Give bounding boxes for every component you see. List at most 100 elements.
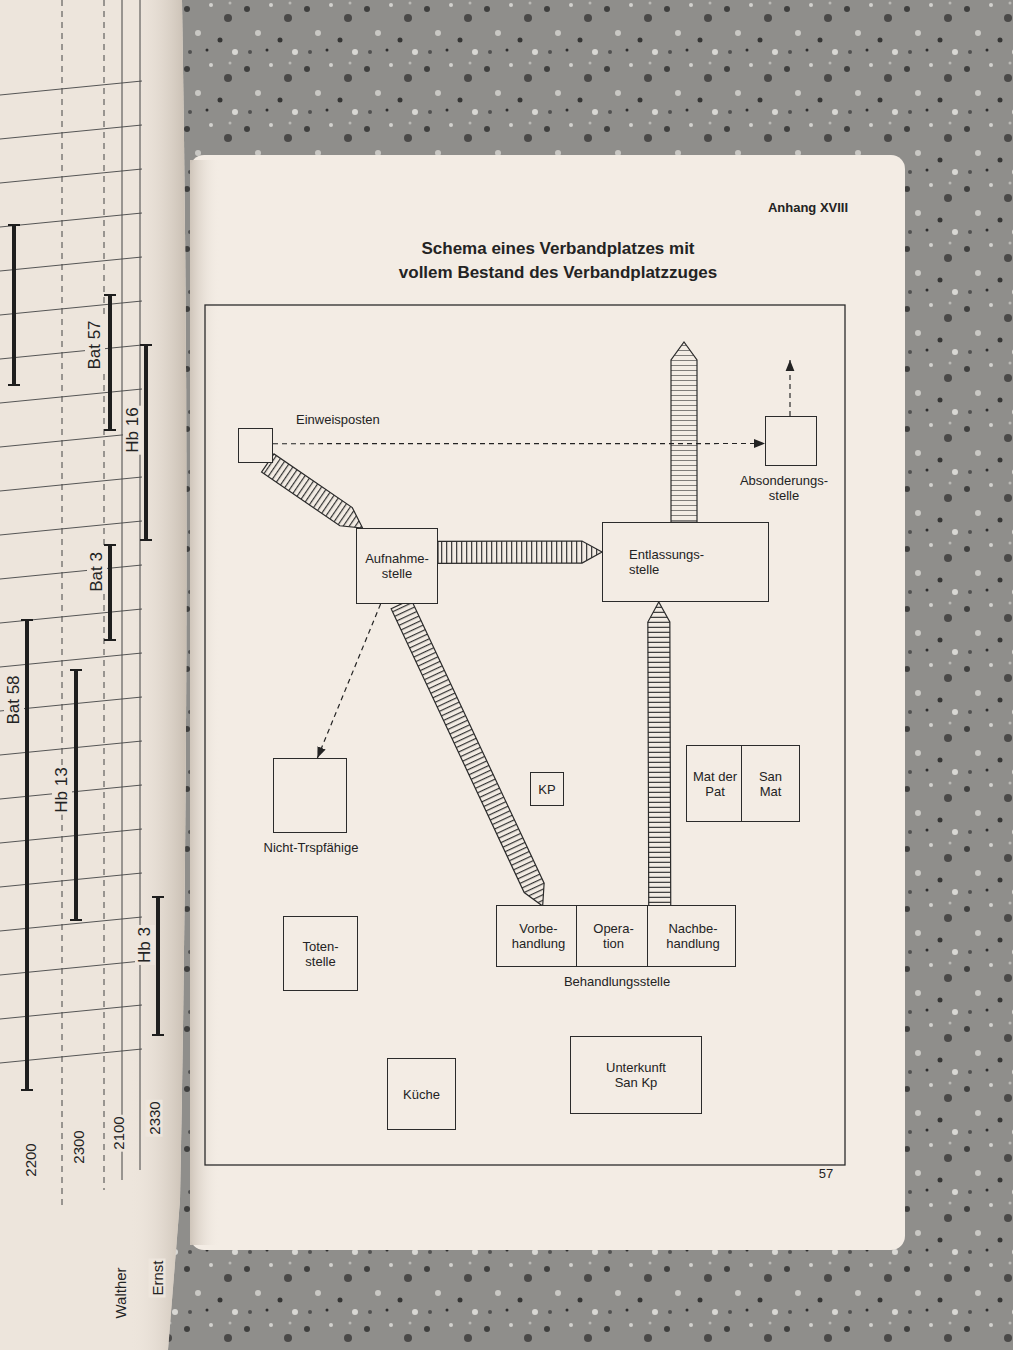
bar-cap <box>104 544 116 546</box>
station-box: Nachbe- handlung <box>647 906 738 966</box>
node-label: Unterkunft San Kp <box>593 1060 679 1090</box>
left-page-chart <box>0 0 164 1205</box>
chart-label: 2200 <box>22 1141 39 1178</box>
node-label: Toten- stelle <box>290 939 351 969</box>
grid-line <box>0 301 142 315</box>
grid-line <box>0 917 142 931</box>
time-bar <box>74 670 78 920</box>
station-box: Mat der Pat <box>686 745 744 822</box>
grid-line <box>0 81 142 95</box>
node-label: San Mat <box>750 769 791 799</box>
flow-arrow <box>262 454 363 528</box>
grid-line <box>0 477 142 491</box>
grid-line <box>0 345 142 359</box>
station-box: Aufnahme- stelle <box>356 528 438 604</box>
flow-arrow <box>438 541 602 563</box>
bar-cap <box>70 919 82 921</box>
time-bar <box>108 295 112 430</box>
grid-line <box>0 565 142 579</box>
bar-cap <box>21 1089 33 1091</box>
node-label: Aufnahme- stelle <box>361 551 433 581</box>
flow-arrow <box>273 443 765 444</box>
node-label: Entlassungs- stelle <box>629 547 718 577</box>
station-box: Toten- stelle <box>283 916 358 991</box>
grid-line <box>0 125 142 139</box>
chart-label: Bat 57 <box>85 318 105 371</box>
chart-label: 2330 <box>146 1099 163 1136</box>
bar-cap <box>152 1034 164 1036</box>
time-bar <box>144 345 148 540</box>
time-bar <box>108 545 112 640</box>
bar-cap <box>104 294 116 296</box>
bar-cap <box>70 669 82 671</box>
bar-cap <box>104 639 116 641</box>
station-box: KP <box>530 772 564 806</box>
exit-arrow <box>671 342 697 522</box>
grid-line <box>0 1005 142 1019</box>
time-bar <box>12 225 16 385</box>
grid-line <box>0 433 142 447</box>
bar-cap <box>152 896 164 898</box>
time-bar <box>25 620 29 1090</box>
node-label: Nachbe- handlung <box>651 921 735 951</box>
chart-label: Bat 58 <box>4 673 24 726</box>
chart-label: 2300 <box>70 1128 87 1165</box>
column-line <box>140 0 141 1170</box>
station-box: Einweisposten <box>238 428 273 463</box>
node-label: Nicht-Trspfähige <box>244 840 378 855</box>
bar-cap <box>8 224 20 226</box>
flow-arrow <box>391 599 544 906</box>
time-bar <box>156 897 160 1035</box>
grid-line <box>0 741 142 755</box>
flow-arrow <box>317 604 380 758</box>
chart-label: Hb 16 <box>123 405 143 454</box>
chart-label: Hb 3 <box>135 925 155 965</box>
station-box: Unterkunft San Kp <box>570 1036 702 1114</box>
station-box: San Mat <box>741 745 800 822</box>
grid-line <box>0 169 142 183</box>
grid-line <box>0 521 142 535</box>
grid-line <box>0 873 142 887</box>
node-label: Vorbe- handlung <box>500 921 577 951</box>
bar-cap <box>104 429 116 431</box>
node-label: Einweisposten <box>296 412 380 427</box>
node-label: Absonderungs- stelle <box>728 473 840 503</box>
diagram-frame <box>205 305 845 1165</box>
grid-line <box>0 829 142 843</box>
station-box: Entlassungs- stelle <box>602 522 769 602</box>
grid-line <box>0 1049 142 1063</box>
station-box: Vorbe- handlung <box>497 906 580 966</box>
column-line <box>62 0 63 1205</box>
bar-cap <box>8 384 20 386</box>
exit-dashed-arrow <box>789 360 790 416</box>
node-label: Behandlungsstelle <box>487 974 747 989</box>
right-page <box>190 155 905 1250</box>
diagram-title: Schema eines Verbandplatzes mit vollem B… <box>343 237 773 285</box>
grid-line <box>0 257 142 271</box>
node-label: Mat der Pat <box>691 769 739 799</box>
node-label: KP <box>538 782 555 797</box>
station-box: Küche <box>387 1058 456 1130</box>
left-page <box>0 0 187 1350</box>
page-label: Anhang XVIII <box>766 200 850 215</box>
station-box: BehandlungsstelleVorbe- handlungOpera- t… <box>496 905 736 967</box>
grid-line <box>0 653 142 667</box>
chart-label: Walther <box>112 1265 129 1320</box>
station-box: Absonderungs- stelle <box>765 416 817 466</box>
node-label: Opera- tion <box>587 921 640 951</box>
page-label: 57 <box>817 1166 835 1181</box>
chart-label: Ernst <box>149 1258 166 1297</box>
left-page-shadow <box>130 0 187 1350</box>
grid-line <box>0 961 142 975</box>
chart-label: 2100 <box>110 1114 127 1151</box>
bar-cap <box>21 619 33 621</box>
column-line <box>104 0 105 1190</box>
flow-arrow <box>648 602 671 906</box>
node-label: Küche <box>403 1087 440 1102</box>
column-line <box>122 0 123 1180</box>
grid-line <box>0 213 142 227</box>
